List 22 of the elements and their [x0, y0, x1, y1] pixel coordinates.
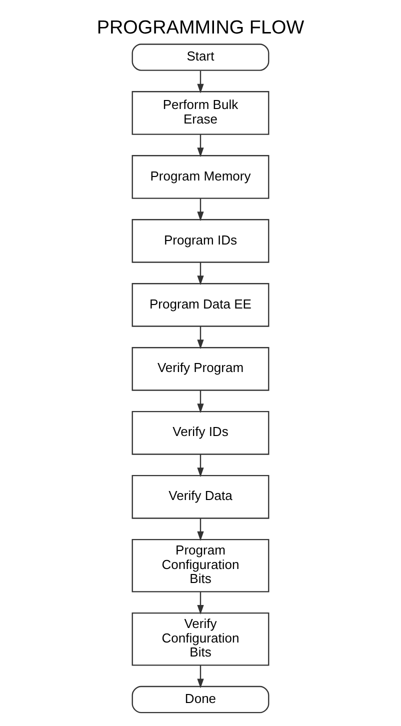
node-box: Verify IDs — [132, 411, 270, 455]
node-box: Program Data EE — [132, 283, 270, 327]
arrow — [197, 454, 204, 478]
node-box: Program Memory — [132, 155, 270, 199]
node-box: Verify Configuration Bits — [132, 612, 270, 666]
arrow — [197, 592, 204, 615]
node-box: Verify Data — [132, 474, 270, 519]
arrow — [197, 262, 204, 286]
arrow — [197, 70, 204, 94]
diagram-title: PROGRAMMING FLOW — [96, 17, 304, 38]
node-box: Program IDs — [132, 219, 270, 263]
node-box: Start — [132, 44, 270, 71]
arrow — [197, 326, 204, 350]
node-box: Done — [132, 686, 270, 714]
arrow — [197, 665, 204, 688]
node-box: Program Configuration Bits — [132, 538, 270, 592]
arrow — [197, 134, 204, 158]
arrow — [197, 198, 204, 222]
arrow — [197, 390, 204, 414]
node-box: Perform Bulk Erase — [132, 91, 270, 135]
node-box: Verify Program — [132, 347, 270, 391]
arrow — [197, 518, 204, 541]
